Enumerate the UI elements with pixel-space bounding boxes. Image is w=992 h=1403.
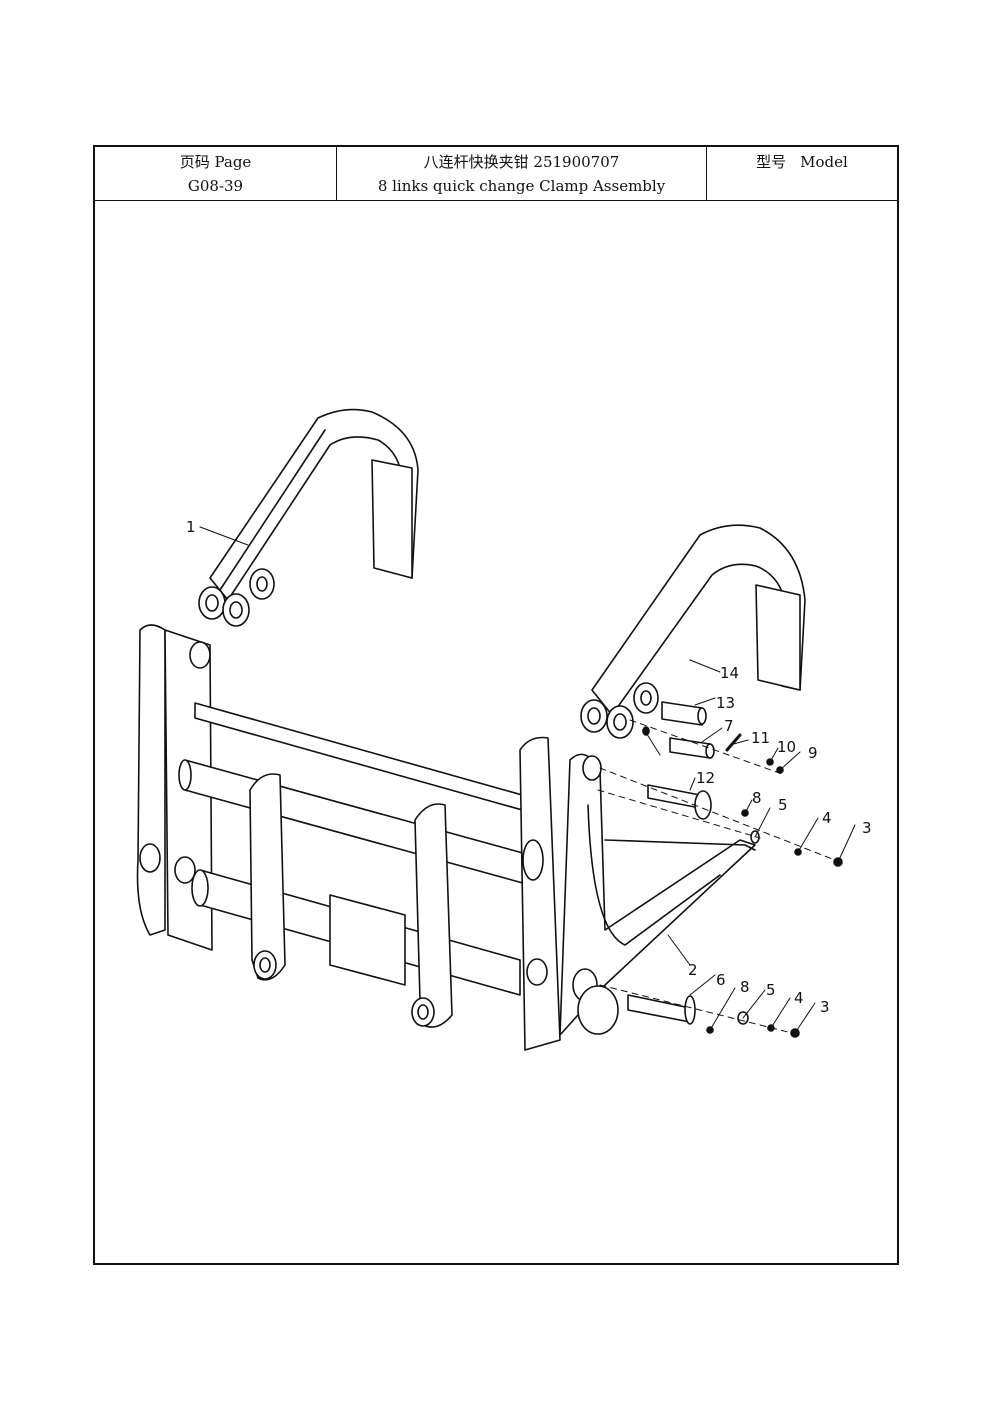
assembly-axes — [597, 719, 841, 1036]
main-frame — [136, 624, 756, 1051]
leader-lines — [199, 526, 856, 1034]
drawing-frame: 页码 Page G08-39 八连杆快换夹钳 251900707 8 links… — [93, 145, 899, 1265]
callout-13: 13 — [716, 694, 735, 712]
title-cn: 八连杆快换夹钳 251900707 — [423, 153, 620, 171]
callout-9: 9 — [808, 744, 818, 762]
callout-4: 4 — [822, 809, 832, 827]
callouts: 1 14 13 7 11 10 9 12 8 5 4 3 2 6 8 5 4 3 — [186, 518, 872, 1016]
callout-7: 7 — [724, 717, 734, 735]
callout-5: 5 — [778, 796, 788, 814]
page-label: 页码 Page — [179, 153, 252, 171]
callout-6: 6 — [716, 971, 726, 989]
model-cn: 型号 — [756, 153, 787, 171]
model-cell: 型号 Model — [707, 147, 897, 200]
callout-5b: 5 — [766, 981, 776, 999]
model-en: Model — [800, 153, 848, 171]
title-cell: 八连杆快换夹钳 251900707 8 links quick change C… — [337, 147, 707, 200]
callout-12: 12 — [696, 769, 715, 787]
title-en: 8 links quick change Clamp Assembly — [377, 177, 666, 195]
callout-4b: 4 — [794, 989, 804, 1007]
page-number: G08-39 — [187, 177, 244, 195]
right-clamp-arm — [580, 524, 806, 739]
callout-1: 1 — [186, 518, 196, 536]
callout-3: 3 — [862, 819, 872, 837]
callout-11: 11 — [751, 729, 770, 747]
callout-14: 14 — [720, 664, 739, 682]
callout-2: 2 — [688, 961, 698, 979]
callout-8b: 8 — [740, 978, 750, 996]
left-clamp-arm — [198, 408, 419, 627]
title-block: 页码 Page G08-39 八连杆快换夹钳 251900707 8 links… — [95, 147, 897, 201]
callout-10: 10 — [777, 738, 796, 756]
callout-3b: 3 — [820, 998, 830, 1016]
page-cell: 页码 Page G08-39 — [95, 147, 337, 200]
callout-8: 8 — [752, 789, 762, 807]
